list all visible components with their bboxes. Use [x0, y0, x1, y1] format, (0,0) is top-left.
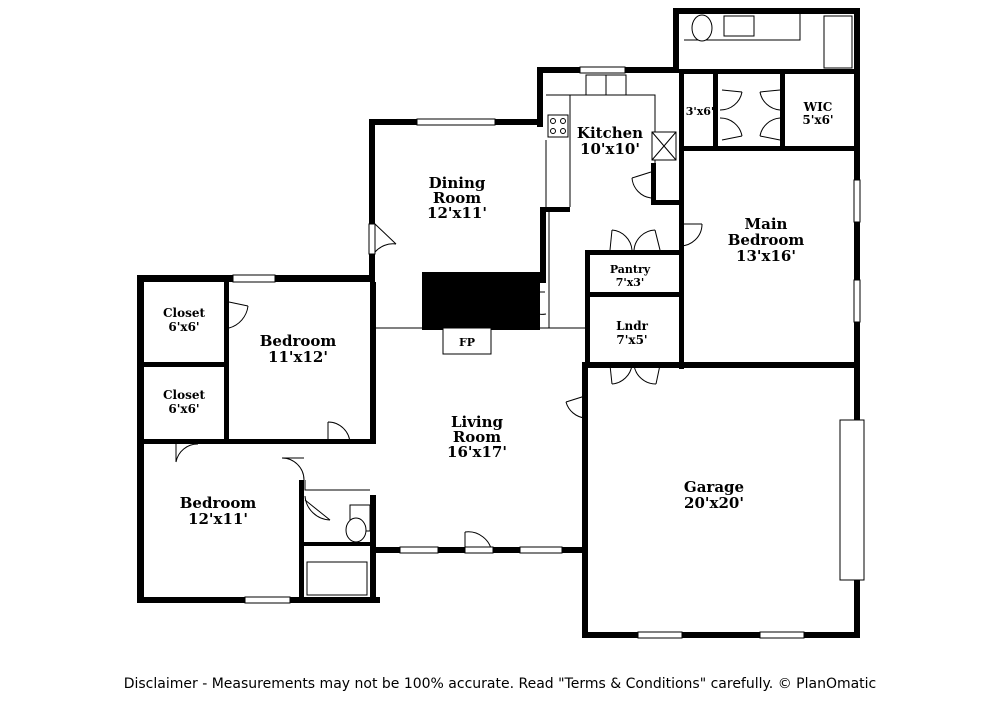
fireplace-label: FP — [459, 336, 475, 349]
garage-name: Garage — [684, 478, 744, 496]
closet-top-size: 6'x6' — [168, 320, 199, 334]
interior-lines — [304, 14, 801, 491]
pantry-name: Pantry — [610, 263, 651, 276]
living-name-line1: Living — [451, 413, 504, 431]
fixtures — [306, 14, 853, 596]
bedroom-upper-size: 11'x12' — [268, 348, 328, 366]
laundry-name: Lndr — [616, 319, 649, 333]
main-bedroom-name-line1: Main — [745, 215, 788, 233]
kitchen-name: Kitchen — [577, 124, 643, 142]
closet-small-size: 3'x6' — [686, 105, 715, 118]
main-bedroom-size: 13'x16' — [736, 247, 796, 265]
wic-size: 5'x6' — [802, 113, 833, 127]
living-size: 16'x17' — [447, 443, 507, 461]
closet-top-name: Closet — [163, 306, 206, 320]
disclaimer-text: Disclaimer - Measurements may not be 100… — [123, 676, 877, 692]
kitchen-size: 10'x10' — [580, 140, 640, 158]
laundry-size: 7'x5' — [616, 333, 647, 347]
wic-name: WIC — [803, 100, 833, 114]
garage-size: 20'x20' — [684, 494, 744, 512]
windows — [232, 66, 865, 639]
dining-name-line1: Dining — [429, 174, 486, 192]
dining-size: 12'x11' — [427, 204, 487, 222]
living-name-line2: Room — [453, 428, 501, 446]
main-bedroom-name-line2: Bedroom — [728, 231, 805, 249]
room-labels: Kitchen 10'x10' Dining Room 12'x11' Main… — [163, 100, 834, 528]
dining-name-line2: Room — [433, 189, 481, 207]
closet-bottom-name: Closet — [163, 388, 206, 402]
pantry-size: 7'x3' — [616, 276, 645, 289]
walls — [137, 8, 860, 638]
bedroom-lower-name: Bedroom — [180, 494, 257, 512]
bedroom-lower-size: 12'x11' — [188, 510, 248, 528]
bedroom-upper-name: Bedroom — [260, 332, 337, 350]
doors — [175, 89, 781, 554]
closet-bottom-size: 6'x6' — [168, 402, 199, 416]
